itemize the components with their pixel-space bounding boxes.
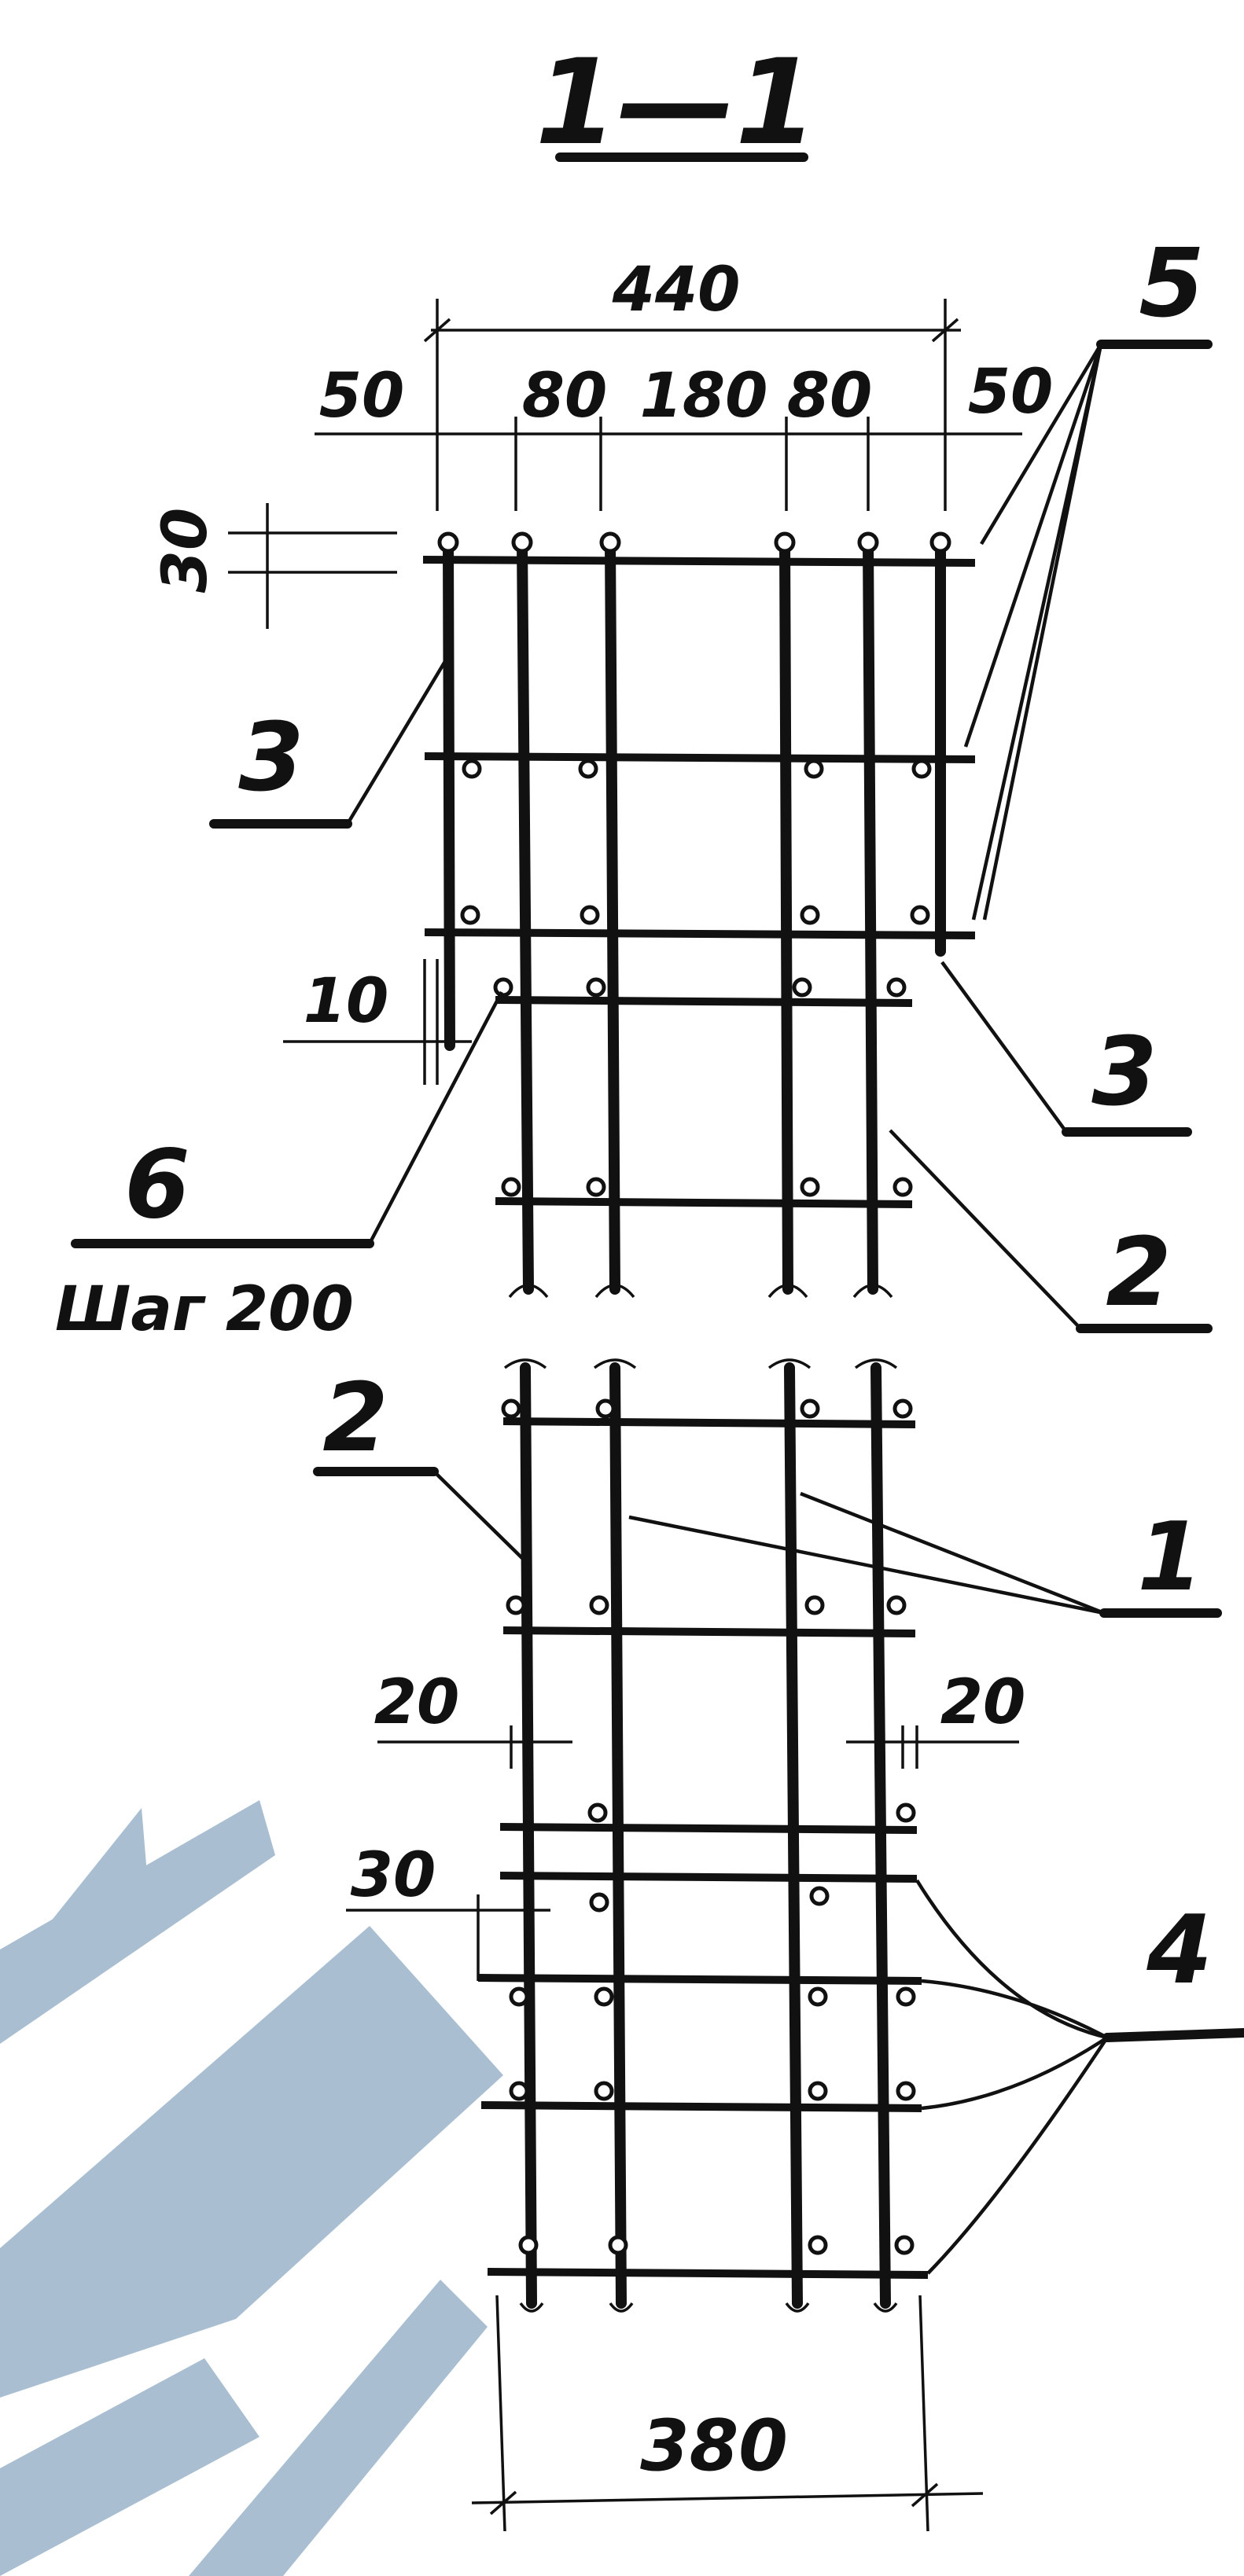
dim-20-right: 20 <box>940 1667 1026 1738</box>
dim-380: 380 <box>640 2405 788 2487</box>
callout-6-group: 6 Шаг 200 <box>55 990 503 1345</box>
lower-cage <box>477 1358 929 2313</box>
section-title: 1—1 <box>536 35 818 171</box>
callout-3-left-group: 3 <box>209 657 448 829</box>
callout-2-lower-group: 2 <box>313 1364 527 1563</box>
spacing-note: Шаг 200 <box>55 1274 354 1345</box>
dim-180: 180 <box>640 361 768 432</box>
callout-2-lower: 2 <box>322 1364 388 1473</box>
dim-20-group: 20 20 <box>374 1667 1026 1769</box>
callout-5-group: 5 <box>963 230 1213 921</box>
dim-10: 10 <box>304 966 389 1037</box>
callout-1-group: 1 <box>628 1491 1222 1618</box>
callout-1: 1 <box>1137 1503 1203 1612</box>
dim-20-left: 20 <box>374 1667 460 1738</box>
callout-5: 5 <box>1139 230 1205 339</box>
callout-3-left: 3 <box>238 704 304 813</box>
watermark-logo <box>0 1800 503 2576</box>
dim-50-right: 50 <box>968 357 1054 428</box>
dim-440: 440 <box>612 255 741 325</box>
callout-3-right: 3 <box>1091 1018 1158 1127</box>
dim-30-lower: 30 <box>351 1840 436 1911</box>
bottom-dimensions: 380 <box>471 2295 984 2532</box>
dim-50-left: 50 <box>319 361 405 432</box>
dim-80-right: 80 <box>787 361 873 432</box>
callout-6: 6 <box>124 1130 190 1240</box>
callout-3-right-group: 3 <box>940 961 1192 1137</box>
callout-2-upper-group: 2 <box>889 1129 1213 1333</box>
top-dimensions: 440 50 80 180 80 50 <box>315 255 1053 511</box>
callout-4: 4 <box>1146 1896 1213 2005</box>
dim-30-lower-group: 30 <box>346 1840 550 1981</box>
upper-cage <box>422 531 976 1299</box>
dim-30-vertical: 30 <box>150 508 221 593</box>
callout-2-upper: 2 <box>1106 1218 1172 1328</box>
dim-10-group: 10 <box>283 959 472 1085</box>
dim-80-left: 80 <box>522 361 608 432</box>
dim-30-vertical-group: 30 <box>150 503 397 629</box>
callout-4-group: 4 <box>915 1879 1244 2275</box>
